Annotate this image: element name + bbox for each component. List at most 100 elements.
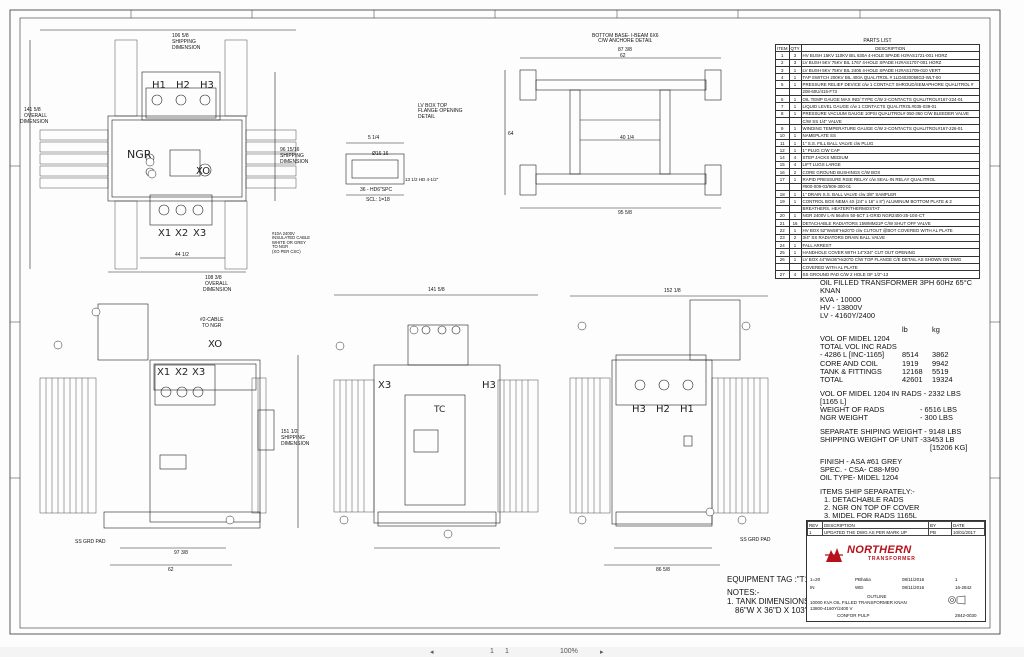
page-number[interactable]: 1 xyxy=(490,648,494,655)
part-description: NGR 2400V L-N 56ohm 50-5CT 1-GRID NGR240… xyxy=(800,211,981,221)
weight-label: TOTAL xyxy=(820,375,844,385)
title-line-1: 10000 KVA OIL FILLED TRANSFORMER KNAN xyxy=(810,600,907,605)
unit-kg: kg xyxy=(932,325,940,335)
part-item: 25 xyxy=(775,248,790,257)
part-item: 20 xyxy=(775,211,790,221)
flange-scale: SCL: 1=18 xyxy=(366,197,390,203)
lv-box-note: LV BOX TOP FLANGE OPENING DETAIL xyxy=(418,103,463,120)
part-qty xyxy=(788,87,802,97)
part-description: WINDING TEMPERATURE GAUGE C/W 2-CONTACTS… xyxy=(800,124,981,133)
part-item: 27 xyxy=(775,270,790,279)
front-ship-label: SHIPPING xyxy=(281,435,305,441)
svg-text:TC: TC xyxy=(433,405,445,415)
ngr-weight-value: - 300 LBS xyxy=(920,413,953,423)
part-item: 11 xyxy=(775,138,790,148)
part-description: FALL ARREST xyxy=(800,240,981,250)
part-qty: 3 xyxy=(788,51,802,60)
part-item: 24 xyxy=(775,240,790,250)
svg-text:X1: X1 xyxy=(157,367,170,378)
svg-text:H3: H3 xyxy=(632,404,646,415)
part-description: LV BUSH 5KV 75KV BIL 2406 4-HOLE SPADE H… xyxy=(800,65,981,75)
weight-lb: 42601 xyxy=(902,375,923,385)
next-page-icon[interactable]: ▸ xyxy=(600,649,604,656)
part-qty xyxy=(788,116,802,126)
part-item: 22 xyxy=(775,226,790,235)
equipment-tag: EQUIPMENT TAG :"T1-A" xyxy=(727,575,820,584)
ship-sep-item: 1. DETACHABLE RADS xyxy=(824,494,904,504)
parts-list-header: ITEM QTY DESCRIPTION xyxy=(775,43,981,53)
spec-vol-rads-l: [1165 L] xyxy=(820,396,847,406)
weight-kg: 9942 xyxy=(932,358,949,368)
checked-date: 08/11/2016 xyxy=(902,585,925,590)
weight-rads-row: WEIGHT OF RADS- 6516 LBS xyxy=(820,405,990,414)
zoom-level[interactable]: 100% xyxy=(560,648,578,655)
part-qty: 4 xyxy=(788,270,802,279)
rev-date-h: DATE xyxy=(951,521,985,529)
parts-list-row: COVERED WITH AL PLATE xyxy=(775,262,981,272)
part-qty: 2 xyxy=(788,233,802,243)
side-dim-width: 141 5/8 xyxy=(428,287,445,293)
part-description: LV BOX 44"Wx36"Hx20"D C/W TOP FLANGE C/E… xyxy=(800,255,981,264)
rev-by: PB xyxy=(928,528,952,536)
part-description: PRESSURE RELIEF DEVICE c/w 1 CONTACT SHR… xyxy=(800,80,981,89)
page-nav-icon[interactable]: ◂ xyxy=(430,649,434,656)
plan-dim-bottom-sub2: DIMENSION xyxy=(203,287,232,293)
part-item: 15 xyxy=(775,160,790,170)
notes-line: 86"W X 36"D X 103"H xyxy=(735,606,814,615)
viewer-toolbar: ◂ 1 1 100% ▸ xyxy=(0,647,1024,657)
part-description: HV BUSH 15KV 110KV BIL 630A 4-HOLE SPADE… xyxy=(800,51,981,60)
part-description: STEP JACKS MEDIUM xyxy=(800,153,981,162)
part-description: CORE GROUND BUSHINGS C/W BOX xyxy=(800,168,981,177)
part-qty: 1 xyxy=(788,124,802,133)
weight-lb: 8514 xyxy=(902,350,919,360)
part-qty: 1 xyxy=(788,248,802,257)
part-description: 1" DRAIN S.S. BALL VALVE c/w 3/8" SAMPLE… xyxy=(800,189,981,199)
svg-text:XO: XO xyxy=(196,166,210,177)
part-item: 7 xyxy=(775,102,790,111)
front-dim-label: DIMENSION xyxy=(281,441,310,447)
svg-text:X3: X3 xyxy=(378,380,391,391)
part-description: NAMEPLATE SS xyxy=(800,131,981,140)
part-item xyxy=(775,182,790,191)
notes-title: NOTES:- xyxy=(727,588,760,597)
rear-grd-pad: SS GRD PAD xyxy=(740,537,771,543)
part-item xyxy=(775,116,790,126)
part-qty: 1 xyxy=(788,80,802,89)
flange-detail xyxy=(345,142,405,196)
company-sub: TRANSFORMER xyxy=(868,556,916,562)
front-grd-pad: SS GRD PAD xyxy=(75,539,106,545)
front-view xyxy=(39,303,299,566)
part-qty: 4 xyxy=(788,153,802,162)
flange-dim-6: 13 1/2 HD 4-1/2" xyxy=(405,177,439,182)
spec-units: lb kg xyxy=(820,325,990,335)
spec-oil: OIL TYPE- MIDEL 1204 xyxy=(820,473,899,483)
rear-dim-width: 152 1/8 xyxy=(664,288,681,294)
plan-dim-top: 106 5/8 xyxy=(172,33,189,39)
svg-text:H1: H1 xyxy=(680,404,694,415)
title-line-2: 13800-4160Y/2400 V xyxy=(810,606,853,611)
weight-lb: 12168 xyxy=(902,366,923,376)
part-item xyxy=(775,262,790,272)
part-item: 16 xyxy=(775,168,790,177)
base-title: BOTTOM BASE- I-BEAM 6X6 C/W ANCHORE DETA… xyxy=(592,33,659,45)
part-qty: 1 xyxy=(788,197,802,206)
svg-text:H3: H3 xyxy=(200,80,214,91)
rev-date: 10/01/2017 xyxy=(951,528,985,536)
part-qty: 1 xyxy=(788,175,802,184)
company-name: NORTHERN xyxy=(847,544,912,556)
unit-lb: lb xyxy=(902,325,908,335)
part-description: DETACHABLE RADIATORS 15WMM21P C/W SHUT O… xyxy=(800,219,981,228)
part-item: 10 xyxy=(775,131,790,140)
part-qty: 1 xyxy=(788,102,802,111)
